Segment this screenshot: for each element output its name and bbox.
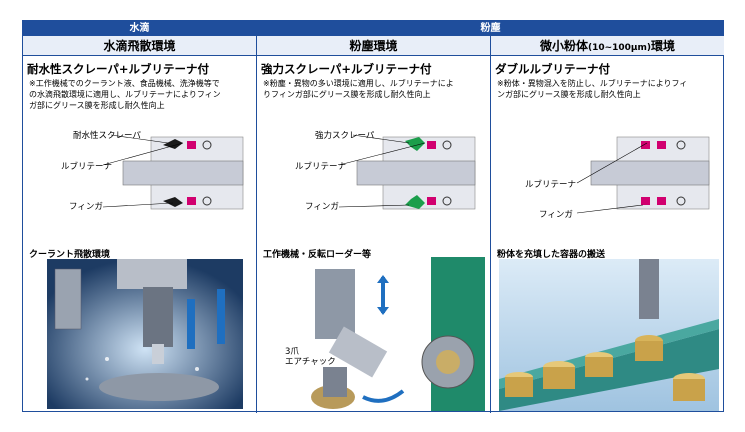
chuck-label-line: エアチャック (285, 357, 336, 367)
divider-1 (256, 21, 257, 413)
col3-note-line: ンガ部にグリース膜を形成し耐久性向上 (497, 90, 641, 99)
col3-heading-range: (10~100μm) (587, 43, 652, 53)
col3-seal-diagram: ルブリテーナ フィンガ (525, 136, 710, 220)
loader-illustration (311, 257, 485, 411)
scraper-top (163, 139, 183, 149)
column-water: 耐水性スクレーパ+ルブリテーナ付 ※工作機械でのクーラント液、食品機械、洗浄機等… (23, 57, 256, 413)
dust-band: 粉塵 (257, 21, 724, 36)
lubritainer-top-1 (641, 141, 650, 149)
col3-heading: 微小粉体(10~100μm)環境 (491, 36, 724, 56)
col3-heading-suffix: 環境 (651, 39, 676, 53)
label-lubritainer: ルブリテーナ (61, 161, 112, 172)
oring-bottom (202, 196, 212, 206)
chuck-label: 3爪 エアチャック (285, 347, 336, 367)
col3-note: ※粉体・異物混入を防止し、ルブリテーナによりフィ ンガ部にグリース膜を形成し耐久… (497, 78, 687, 100)
chuck-label-line: 3爪 (285, 347, 299, 357)
col2-section-title: 工作機械・反転ローダー等 (263, 250, 372, 260)
scraper-bottom (163, 197, 183, 207)
label-finger: フィンガ (539, 209, 573, 220)
water-band: 水滴 (23, 21, 256, 36)
oring-top (202, 140, 212, 150)
label-lubritainer: ルブリテーナ (525, 179, 576, 190)
coolant-machine-illustration (47, 259, 243, 409)
col1-note-line: ガ部にグリース膜を形成し耐久性向上 (29, 101, 165, 110)
label-scraper: 耐水性スクレーパ (73, 130, 141, 141)
column-dust: 強力スクレーパ+ルブリテーナ付 ※粉塵・異物の多い環境に適用し、ルブリテーナによ… (257, 57, 490, 413)
divider-2 (490, 36, 491, 413)
col1-section-title: クーラント飛散環境 (29, 250, 111, 260)
column-fine-powder: ダブルルブリテーナ付 ※粉体・異物混入を防止し、ルブリテーナによりフィ ンガ部に… (491, 57, 725, 413)
col2-note-line: ※粉塵・異物の多い環境に適用し、ルブリテーナによ (263, 79, 454, 88)
scraper-top (405, 137, 425, 151)
lubritainer-bottom (427, 197, 436, 205)
scraper-bottom (405, 195, 425, 209)
comparison-table: 水滴 粉塵 水滴飛散環境 粉塵環境 微小粉体(10~100μm)環境 耐水性スク… (22, 20, 725, 413)
lubritainer-bottom (187, 197, 196, 205)
col1-heading: 水滴飛散環境 (23, 36, 256, 56)
col2-note: ※粉塵・異物の多い環境に適用し、ルブリテーナによ りフィンガ部にグリース膜を形成… (263, 78, 454, 100)
label-lubritainer: ルブリテーナ (295, 161, 346, 172)
col3-heading-main: 微小粉体 (539, 39, 588, 53)
shaft (122, 160, 244, 186)
label-finger: フィンガ (305, 201, 339, 212)
col3-note-line: ※粉体・異物混入を防止し、ルブリテーナによりフィ (497, 79, 688, 88)
col1-title: 耐水性スクレーパ+ルブリテーナ付 (27, 62, 210, 76)
lubritainer-top (187, 141, 196, 149)
col1-note-line: の水滴飛散環境に適用し、ルブリテーナによりフィン (29, 90, 221, 99)
col2-heading: 粉塵環境 (257, 36, 490, 56)
col1-note: ※工作機械でのクーラント液、食品機械、洗浄機等で の水滴飛散環境に適用し、ルブリ… (29, 78, 221, 111)
col1-note-line: ※工作機械でのクーラント液、食品機械、洗浄機等で (29, 79, 220, 88)
col3-title: ダブルルブリテーナ付 (495, 62, 610, 76)
lubritainer-bottom-1 (641, 197, 650, 205)
label-scraper: 強力スクレーパ (315, 130, 375, 141)
col3-section-title: 粉体を充填した容器の搬送 (497, 250, 606, 260)
col2-seal-diagram: 強力スクレーパ ルブリテーナ フィンガ (295, 130, 476, 212)
lubritainer-top-2 (657, 141, 666, 149)
label-finger: フィンガ (69, 201, 103, 212)
col1-seal-diagram: 耐水性スクレーパ ルブリテーナ フィンガ (61, 130, 244, 212)
powder-container-illustration (499, 259, 719, 411)
lubritainer-top (427, 141, 436, 149)
lubritainer-bottom-2 (657, 197, 666, 205)
col2-note-line: りフィンガ部にグリース膜を形成し耐久性向上 (263, 90, 431, 99)
col2-title: 強力スクレーパ+ルブリテーナ付 (261, 62, 432, 76)
